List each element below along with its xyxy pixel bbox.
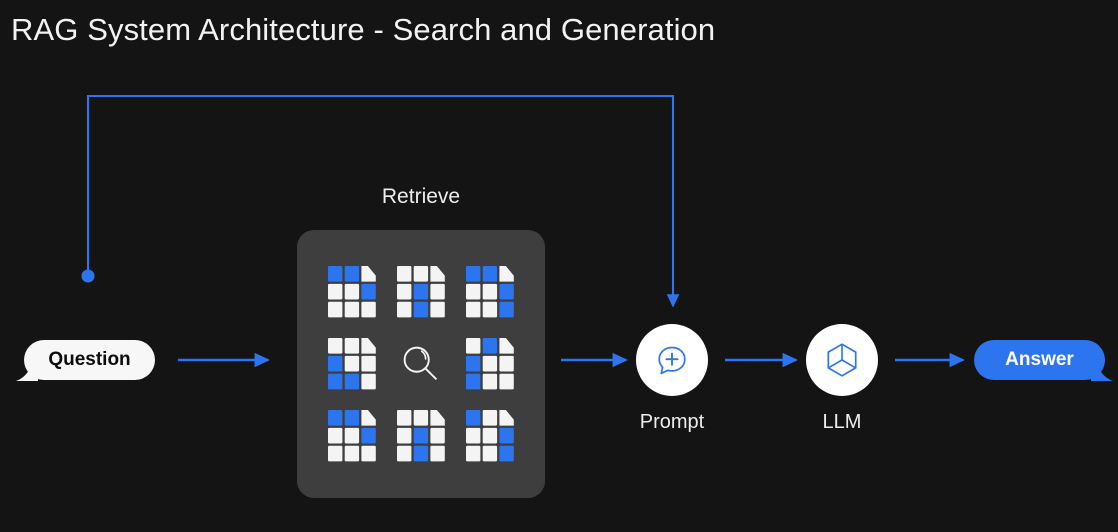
llm-node[interactable] — [806, 324, 878, 396]
document-2 — [396, 266, 445, 318]
page-title: RAG System Architecture - Search and Gen… — [11, 12, 716, 47]
question-label: Question — [48, 349, 131, 370]
bubble-tail-left — [16, 361, 38, 381]
retrieve-label: Retrieve — [381, 185, 461, 208]
bubble-tail-right — [1091, 361, 1113, 381]
document-1 — [327, 266, 376, 318]
magnifying-glass-icon — [403, 346, 437, 380]
document-6 — [327, 410, 376, 462]
document-7 — [396, 410, 445, 462]
answer-bubble[interactable]: Answer — [974, 340, 1113, 381]
chat-bubble-plus-icon — [658, 346, 686, 375]
document-3 — [466, 266, 515, 318]
hexagon-cube-icon — [827, 343, 857, 377]
prompt-label: Prompt — [639, 411, 705, 433]
document-4 — [327, 338, 376, 390]
question-bubble[interactable]: Question — [16, 340, 155, 381]
document-5 — [466, 338, 515, 390]
answer-label: Answer — [1005, 349, 1074, 370]
prompt-node[interactable] — [636, 324, 708, 396]
retrieve-panel[interactable] — [297, 230, 545, 498]
llm-label: LLM — [822, 411, 862, 433]
document-8 — [466, 410, 515, 462]
document-grid — [317, 256, 525, 472]
